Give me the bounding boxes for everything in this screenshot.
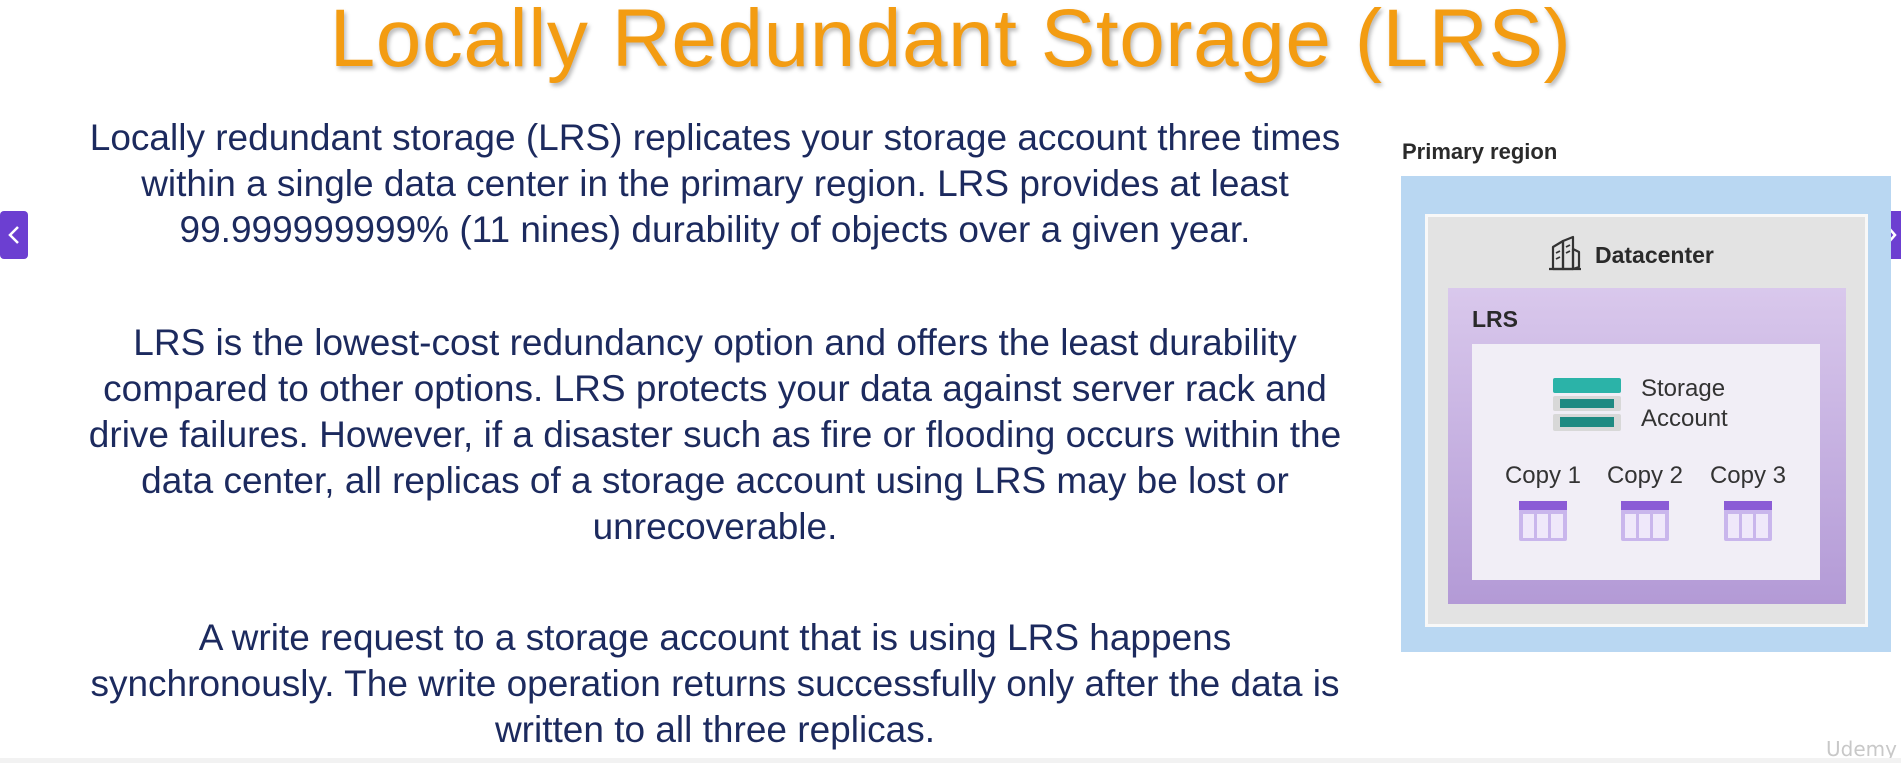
bottom-divider [0, 758, 1901, 763]
paragraph-intro: Locally redundant storage (LRS) replicat… [89, 117, 1341, 250]
table-icon [1703, 500, 1793, 542]
paragraph-cost-durability: LRS is the lowest-cost redundancy option… [88, 322, 1342, 547]
storage-label-line1: Storage [1641, 375, 1726, 402]
chevron-left-icon [7, 224, 21, 246]
udemy-watermark: Udemy [1826, 737, 1897, 761]
copy-item: Copy 2 [1600, 462, 1690, 542]
datacenter-icon [1545, 233, 1585, 278]
copy-label: Copy 3 [1709, 462, 1787, 489]
table-icon [1498, 500, 1588, 542]
primary-region-label: Primary region [1402, 139, 1558, 164]
paragraph-write-request: A write request to a storage account tha… [90, 617, 1340, 750]
copy-item: Copy 1 [1498, 462, 1588, 542]
table-icon [1600, 500, 1690, 542]
storage-account-icon [1552, 377, 1622, 433]
lrs-label: LRS [1472, 306, 1518, 332]
storage-label-line2: Account [1641, 405, 1728, 432]
previous-slide-button[interactable] [0, 211, 28, 259]
slide-title: Locally Redundant Storage (LRS) [329, 0, 1572, 84]
copy-label: Copy 2 [1606, 462, 1684, 489]
datacenter-header: Datacenter [1545, 233, 1714, 278]
copy-label: Copy 1 [1504, 462, 1582, 489]
copy-item: Copy 3 [1703, 462, 1793, 542]
storage-account-label: Storage Account [1641, 374, 1728, 434]
datacenter-label: Datacenter [1595, 242, 1714, 268]
